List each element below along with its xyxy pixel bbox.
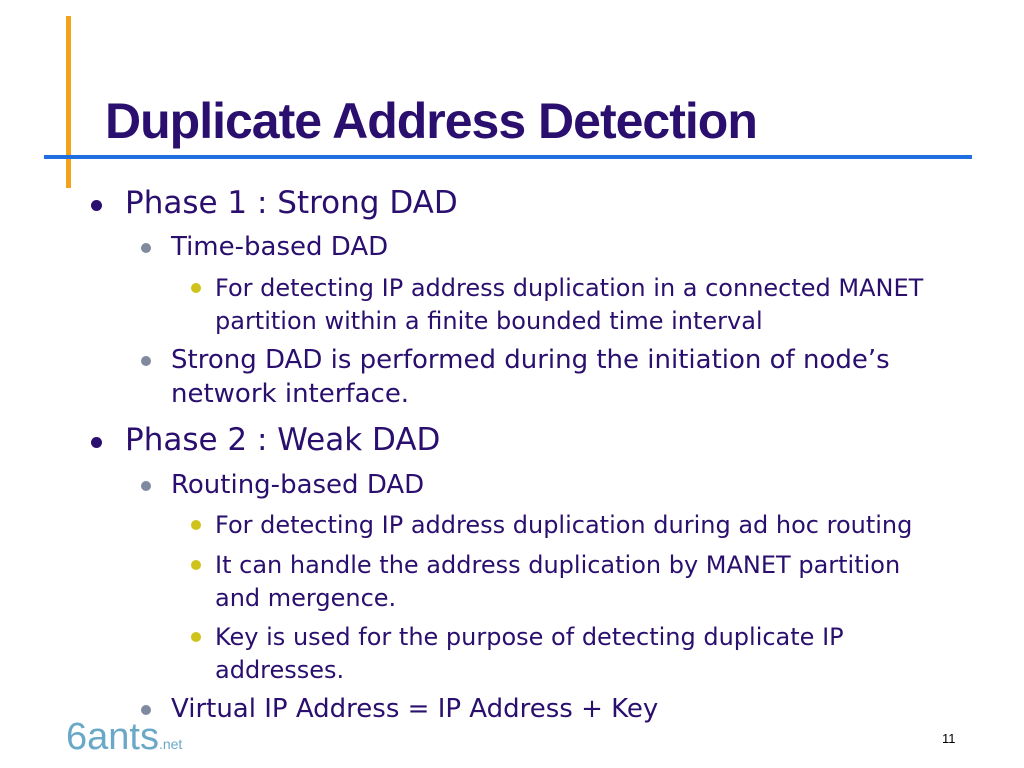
- bullet-phase2: Phase 2 : Weak DAD: [125, 422, 441, 458]
- bullet-dot-level2: [141, 356, 151, 366]
- bullet-handle-duplication-line1: It can handle the address duplication by…: [215, 551, 901, 579]
- bullet-dot-level1: [91, 200, 102, 211]
- bullet-key-used-line2: addresses.: [215, 656, 345, 684]
- bullet-dot-level2: [141, 481, 151, 491]
- slide-title: Duplicate Address Detection: [105, 93, 758, 149]
- title-underline-rule: [44, 155, 972, 159]
- bullet-key-used-line1: Key is used for the purpose of detecting…: [215, 623, 844, 651]
- bullet-detecting-connected-line1: For detecting IP address duplication in …: [215, 274, 924, 302]
- bullet-strong-dad-line1: Strong DAD is performed during the initi…: [171, 345, 890, 375]
- bullet-strong-dad-line2: network interface.: [171, 379, 410, 409]
- bullet-dot-level2: [141, 705, 151, 715]
- bullet-dot-level3: [191, 283, 201, 293]
- bullet-dot-level3: [191, 560, 201, 570]
- logo-suffix-text: .net: [158, 736, 183, 752]
- bullet-dot-level3: [191, 520, 201, 530]
- bullet-detecting-ad-hoc: For detecting IP address duplication dur…: [215, 511, 913, 539]
- bullet-dot-level3: [191, 632, 201, 642]
- page-number: 11: [942, 731, 956, 746]
- logo-main-text: 6ants: [66, 716, 159, 758]
- bullet-time-based-dad: Time-based DAD: [171, 232, 389, 262]
- 6ants-logo: 6ants.net: [66, 716, 183, 758]
- bullet-virtual-ip: Virtual IP Address = IP Address + Key: [171, 694, 659, 724]
- bullet-routing-based-dad: Routing-based DAD: [171, 470, 425, 500]
- bullet-detecting-connected-line2: partition within a finite bounded time i…: [215, 307, 763, 335]
- bullet-phase1: Phase 1 : Strong DAD: [125, 185, 458, 221]
- bullet-dot-level1: [91, 437, 102, 448]
- bullet-dot-level2: [141, 243, 151, 253]
- accent-vertical-bar: [66, 16, 71, 188]
- bullet-handle-duplication-line2: and mergence.: [215, 584, 397, 612]
